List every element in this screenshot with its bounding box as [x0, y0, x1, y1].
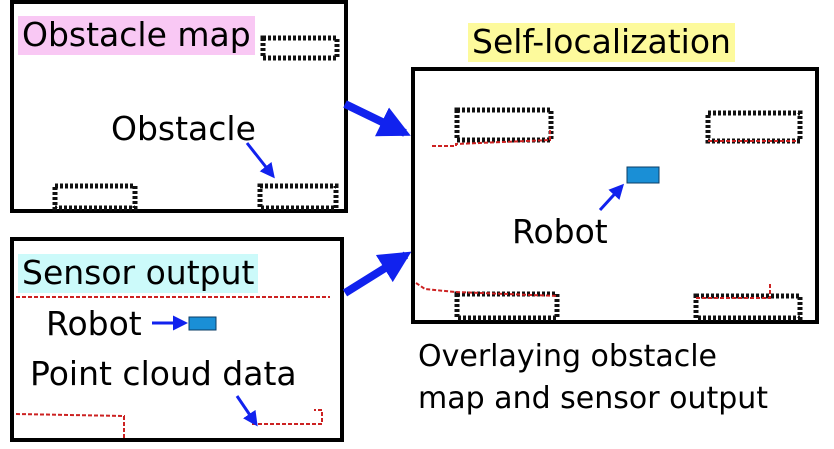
point-cloud-label: Point cloud data	[30, 354, 297, 393]
obstacle-top-right	[260, 35, 340, 61]
obstacle-map-obstacles	[52, 35, 340, 211]
sensor-point-cloud	[15, 296, 330, 438]
sensor-robot	[188, 316, 217, 331]
caption-line-2: map and sensor output	[418, 381, 769, 416]
flow-arrow-from-obstacle-map	[343, 100, 411, 137]
point-cloud-pointer-arrow	[235, 395, 258, 427]
self-localization-title: Self-localization	[468, 23, 735, 62]
obstacle-bottom-right	[257, 183, 339, 211]
overlay-robot-pointer-arrow	[598, 183, 625, 212]
obstacle-pointer-arrow	[245, 142, 275, 179]
overlay-robot-label: Robot	[512, 212, 608, 251]
overlay-robot	[626, 166, 660, 184]
flow-arrow-from-sensor-output	[342, 251, 412, 297]
obstacle-bottom-left	[52, 183, 138, 211]
sensor-robot-label: Robot	[46, 304, 142, 343]
sensor-output-title: Sensor output	[18, 254, 259, 293]
caption-line-1: Overlaying obstacle	[418, 339, 718, 374]
overlay-point-cloud	[415, 130, 798, 299]
obstacle-label: Obstacle	[111, 109, 256, 148]
obstacle-map-title: Obstacle map	[18, 16, 255, 55]
